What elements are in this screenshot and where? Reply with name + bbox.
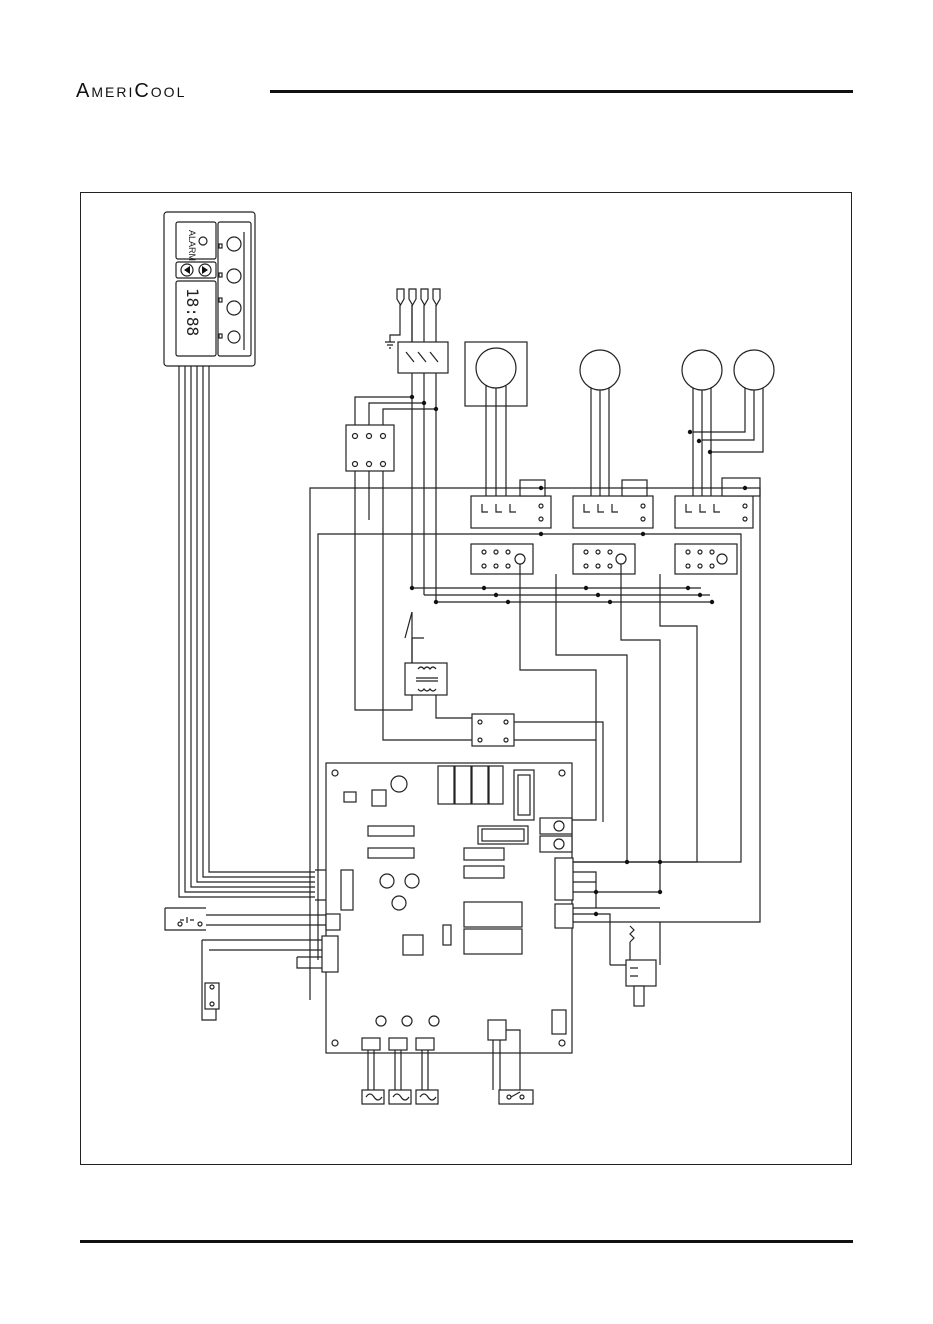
fan-motor-2 bbox=[682, 350, 722, 500]
panel-button-2[interactable] bbox=[227, 269, 241, 283]
alarm-label: ALARM bbox=[187, 230, 197, 261]
contactor-group-1 bbox=[471, 480, 551, 574]
compressor-motor bbox=[465, 342, 527, 500]
power-button[interactable] bbox=[228, 331, 240, 343]
transformer bbox=[405, 648, 472, 718]
display-digits: 18:88 bbox=[183, 288, 202, 336]
panel-cable bbox=[179, 366, 345, 900]
control-panel: ALARM 18:88 bbox=[164, 212, 255, 366]
door-switch bbox=[405, 612, 424, 648]
contactor-group-3 bbox=[675, 478, 760, 574]
panel-button-3[interactable] bbox=[227, 301, 241, 315]
contactor-group-2 bbox=[573, 480, 653, 574]
panel-button-1[interactable] bbox=[227, 237, 241, 251]
control-board bbox=[326, 763, 572, 1053]
fan-motor-1 bbox=[580, 350, 620, 500]
solenoid-valve bbox=[610, 922, 660, 1006]
